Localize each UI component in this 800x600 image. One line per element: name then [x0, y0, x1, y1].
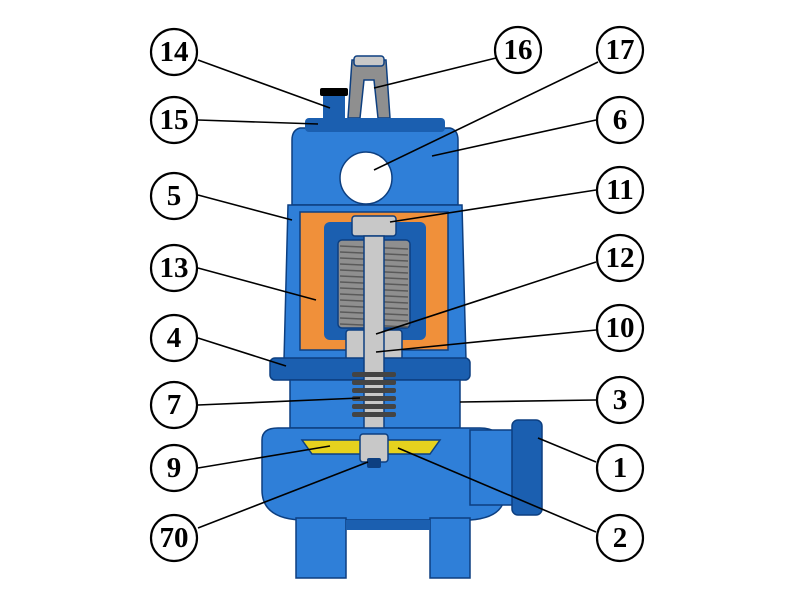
callout-12: 12 — [595, 233, 645, 283]
callout-7-label: 7 — [167, 389, 182, 421]
base-foot-left — [295, 517, 347, 579]
callout-1-label: 1 — [613, 452, 628, 484]
callout-13-label: 13 — [160, 252, 189, 284]
float-ball — [339, 151, 393, 205]
lifting-handle — [347, 59, 391, 119]
impeller-hub — [359, 433, 389, 463]
leader-4 — [197, 337, 287, 367]
mechanical-seal-spring — [352, 372, 396, 417]
callout-13: 13 — [149, 243, 199, 293]
callout-17-label: 17 — [606, 34, 635, 66]
leader-5 — [197, 194, 293, 221]
base-foot-right — [429, 517, 471, 579]
leader-11 — [389, 189, 597, 223]
callout-10-label: 10 — [606, 312, 635, 344]
callout-2-label: 2 — [613, 522, 628, 554]
leader-7 — [197, 397, 361, 406]
callout-9: 9 — [149, 443, 199, 493]
leader-16 — [373, 57, 497, 89]
leader-14 — [197, 59, 331, 109]
callout-3: 3 — [595, 375, 645, 425]
leader-17 — [373, 61, 599, 171]
leader-3 — [459, 399, 597, 403]
cable-gland — [323, 92, 345, 122]
spring-coil — [352, 404, 396, 409]
upper-bearing — [351, 215, 397, 237]
impeller-bolt — [367, 458, 381, 468]
callout-9-label: 9 — [167, 452, 182, 484]
leader-lines — [197, 57, 599, 533]
callout-5: 5 — [149, 171, 199, 221]
spring-coil — [352, 412, 396, 417]
callout-16-label: 16 — [504, 34, 533, 66]
pump-illustration — [261, 55, 543, 579]
spring-coil — [352, 380, 396, 385]
leader-70 — [197, 461, 369, 529]
callout-15: 15 — [149, 95, 199, 145]
callouts: 14 15 5 13 4 7 9 70 — [149, 25, 645, 563]
spring-coil — [352, 396, 396, 401]
callout-70-label: 70 — [160, 522, 189, 554]
callout-15-label: 15 — [160, 104, 189, 136]
leader-13 — [197, 267, 317, 301]
callout-3-label: 3 — [613, 384, 628, 416]
callout-17: 17 — [595, 25, 645, 75]
callout-12-label: 12 — [606, 242, 635, 274]
callout-2: 2 — [595, 513, 645, 563]
callout-5-label: 5 — [167, 180, 182, 212]
callout-4: 4 — [149, 313, 199, 363]
callout-14-label: 14 — [160, 36, 189, 68]
callout-70: 70 — [149, 513, 199, 563]
discharge-outlet — [469, 429, 519, 506]
leader-15 — [197, 119, 319, 125]
leader-12 — [375, 261, 597, 335]
outlet-flange — [511, 419, 543, 516]
cable-gland-cap — [320, 88, 348, 96]
callout-6: 6 — [595, 95, 645, 145]
spring-coil — [352, 388, 396, 393]
callout-1: 1 — [595, 443, 645, 493]
leader-9 — [197, 445, 331, 469]
callout-4-label: 4 — [167, 322, 182, 354]
spring-coil — [352, 372, 396, 377]
leader-2 — [397, 447, 597, 533]
top-cover-rim — [305, 118, 445, 132]
callout-10: 10 — [595, 303, 645, 353]
callout-7: 7 — [149, 380, 199, 430]
leader-6 — [431, 119, 597, 157]
base-inlet — [346, 520, 430, 530]
callout-14: 14 — [149, 27, 199, 77]
handle-top — [353, 55, 385, 67]
callout-11-label: 11 — [606, 174, 633, 206]
leader-1 — [537, 437, 597, 463]
callout-6-label: 6 — [613, 104, 628, 136]
leader-10 — [375, 329, 597, 353]
callout-11: 11 — [595, 165, 645, 215]
callout-16: 16 — [493, 25, 543, 75]
